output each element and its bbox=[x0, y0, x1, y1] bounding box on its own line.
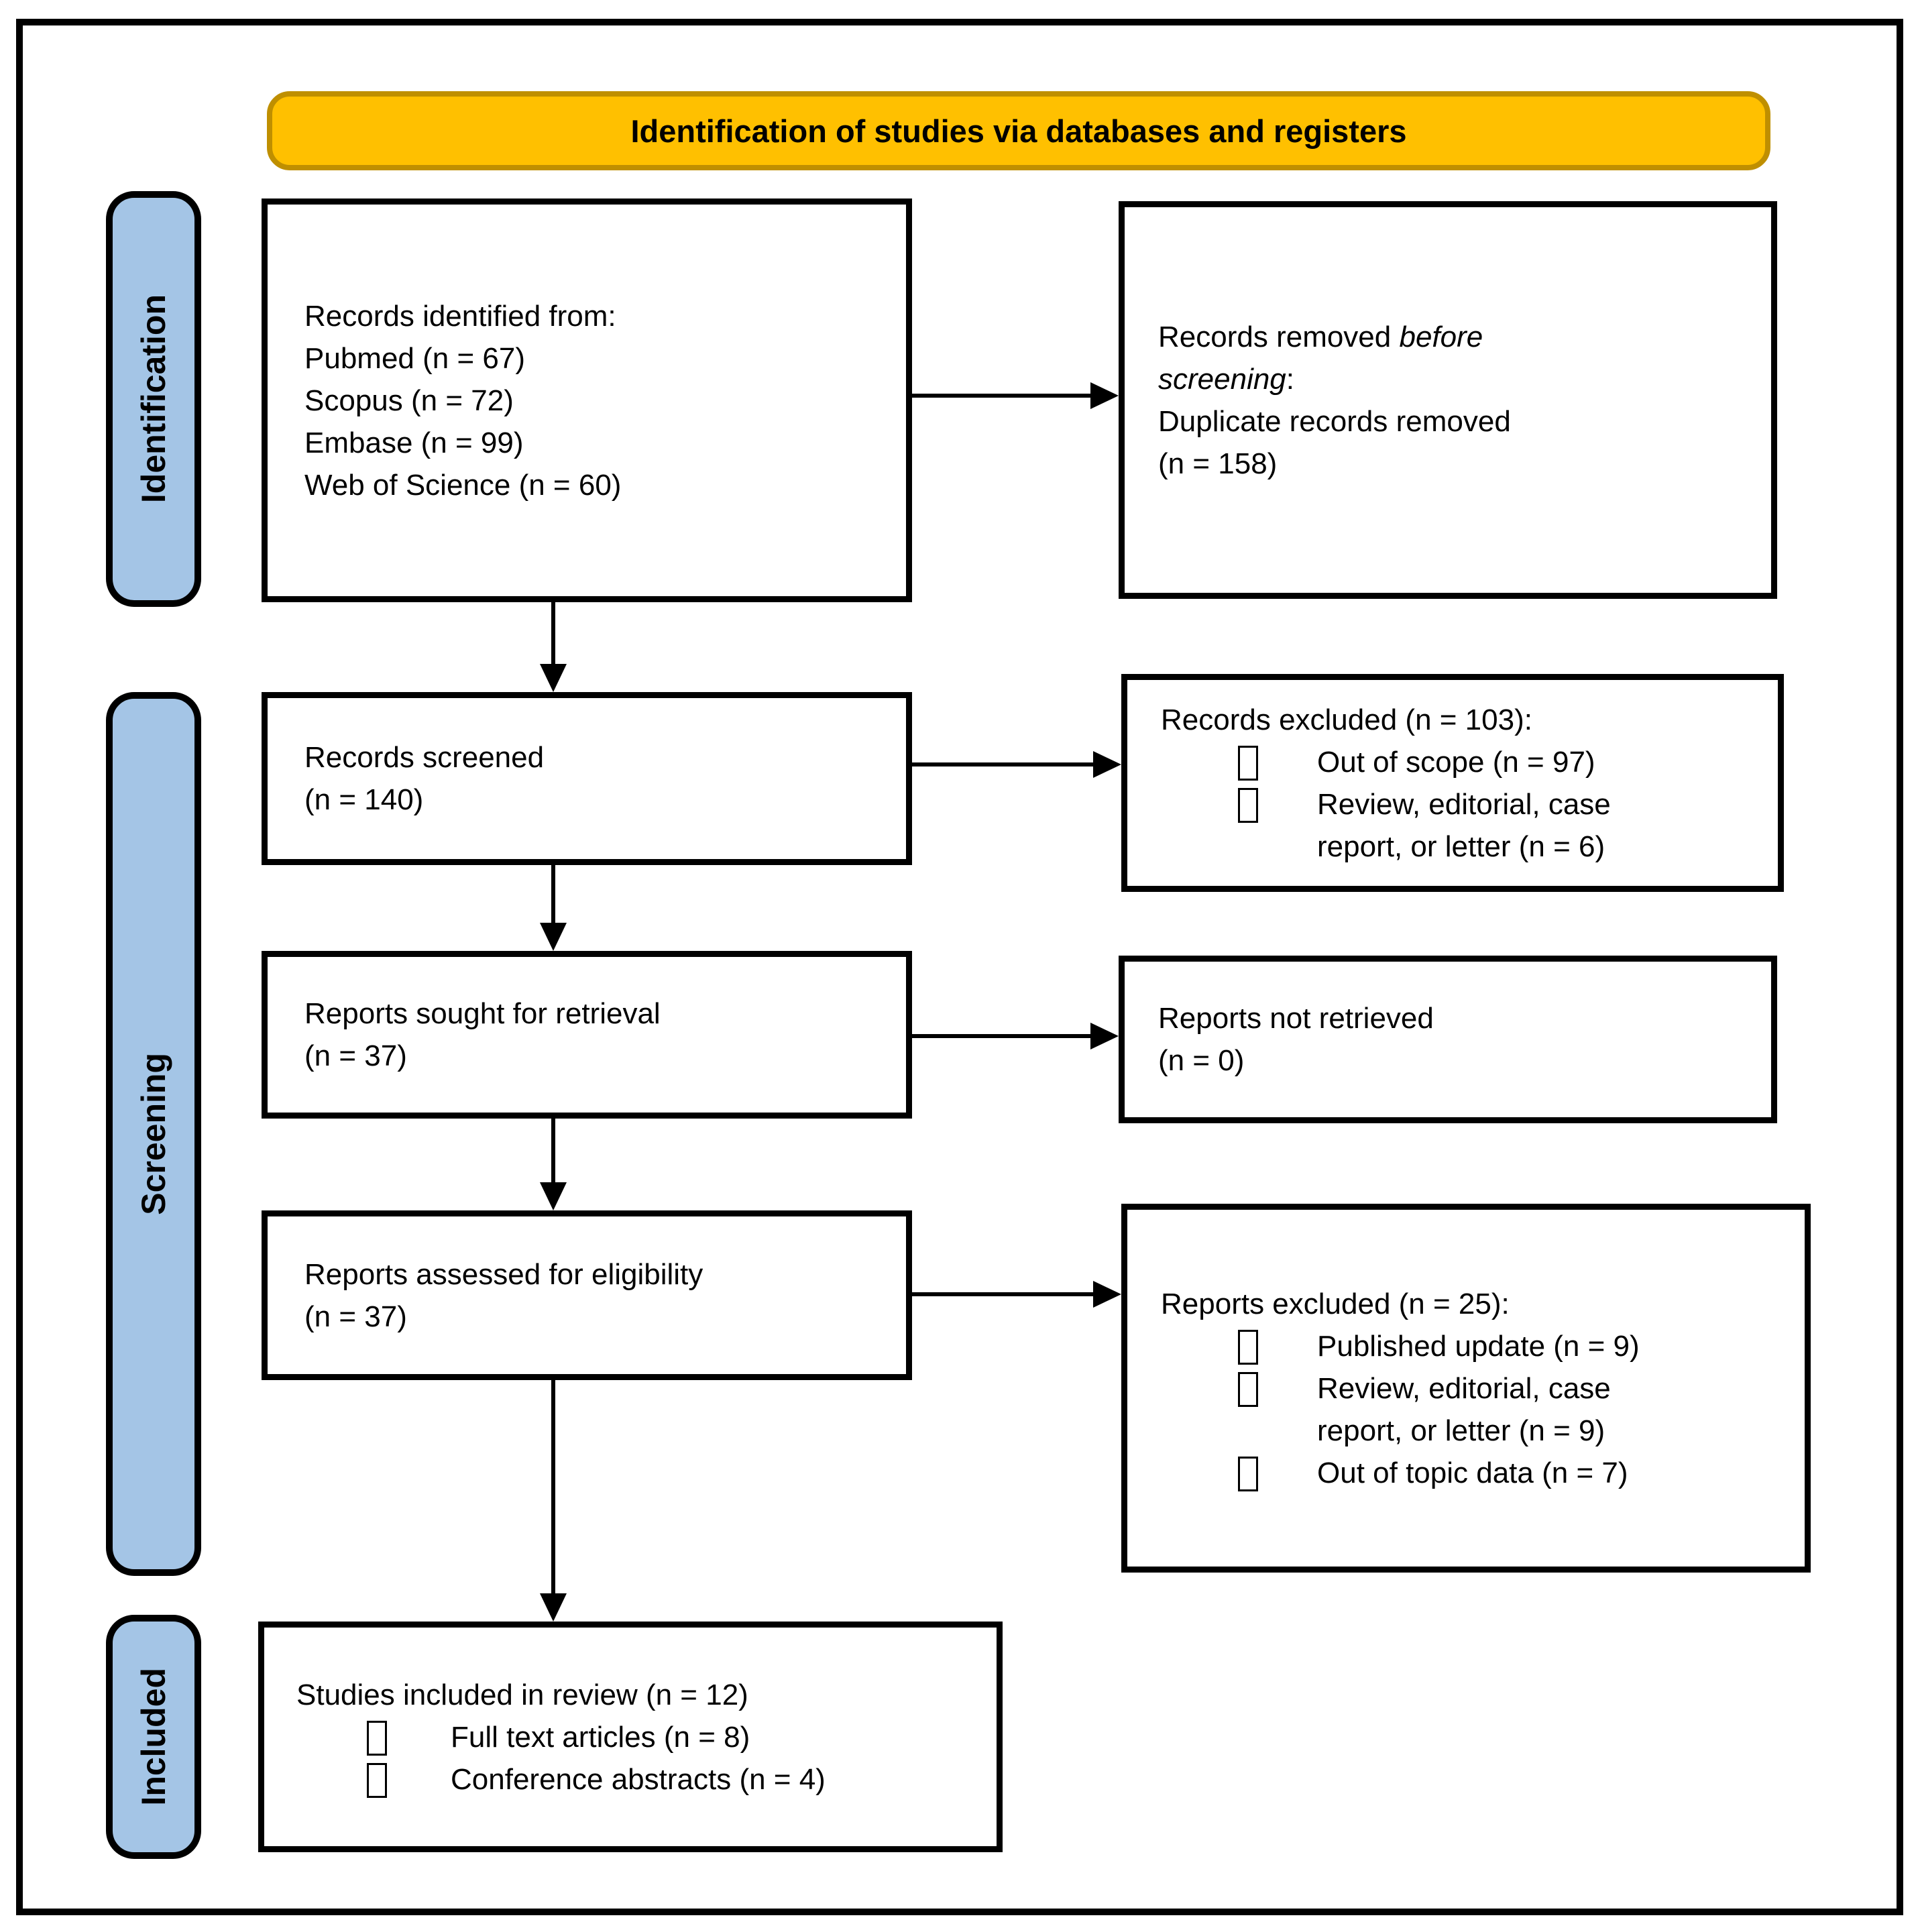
arrow-identified-to-screened bbox=[540, 602, 567, 692]
banner-title: Identification of studies via databases … bbox=[630, 113, 1407, 149]
box-records-removed: Records removed before screening: Duplic… bbox=[1119, 201, 1777, 599]
records-screened-text: Records screened (n = 140) bbox=[304, 741, 545, 816]
arrow-assessed-to-included bbox=[540, 1380, 567, 1622]
box-reports-excluded: Reports excluded (n = 25): Published upd… bbox=[1121, 1204, 1811, 1573]
reports-sought-text: Reports sought for retrieval (n = 37) bbox=[304, 997, 661, 1072]
missing-glyph-bullet-icon bbox=[367, 1720, 387, 1756]
arrow-screened-to-excluded bbox=[912, 751, 1121, 778]
banner: Identification of studies via databases … bbox=[267, 91, 1770, 170]
stage-screening: Screening bbox=[106, 692, 201, 1576]
records-excluded-title: Records excluded (n = 103): bbox=[1161, 703, 1532, 736]
box-records-excluded: Records excluded (n = 103): Out of scope… bbox=[1121, 674, 1784, 892]
arrow-assessed-to-excluded bbox=[912, 1281, 1121, 1308]
box-records-screened: Records screened (n = 140) bbox=[262, 692, 912, 865]
arrow-sought-to-not-retrieved bbox=[912, 1023, 1119, 1049]
reports-assessed-text: Reports assessed for eligibility (n = 37… bbox=[304, 1257, 703, 1333]
missing-glyph-bullet-icon bbox=[1238, 1371, 1258, 1407]
box-reports-not-retrieved: Reports not retrieved (n = 0) bbox=[1119, 956, 1777, 1123]
bullet-item: Conference abstracts (n = 4) bbox=[367, 1758, 976, 1801]
bullet-text: Published update (n = 9) bbox=[1317, 1329, 1640, 1363]
arrow-identified-to-removed bbox=[912, 382, 1119, 409]
records-removed-items: Duplicate records removed (n = 158) bbox=[1158, 404, 1511, 480]
missing-glyph-bullet-icon bbox=[1238, 787, 1258, 823]
stage-identification: Identification bbox=[106, 191, 201, 607]
box-reports-sought: Reports sought for retrieval (n = 37) bbox=[262, 951, 912, 1119]
studies-included-title: Studies included in review (n = 12) bbox=[296, 1678, 748, 1711]
bullet-text: Conference abstracts (n = 4) bbox=[451, 1762, 826, 1796]
stage-screening-label: Screening bbox=[135, 1053, 172, 1215]
records-removed-title: Records removed before screening: bbox=[1158, 316, 1751, 400]
bullet-item: Out of topic data (n = 7) bbox=[1238, 1452, 1785, 1494]
records-identified-title: Records identified from: bbox=[304, 299, 616, 333]
stage-included: Included bbox=[106, 1615, 201, 1859]
bullet-item: Out of scope (n = 97) bbox=[1238, 741, 1758, 783]
missing-glyph-bullet-icon bbox=[1238, 1329, 1258, 1365]
bullet-text: Out of scope (n = 97) bbox=[1317, 745, 1595, 779]
records-removed-title-italic: before screening bbox=[1158, 320, 1483, 396]
reports-excluded-title: Reports excluded (n = 25): bbox=[1161, 1287, 1510, 1320]
bullet-text: Out of topic data (n = 7) bbox=[1317, 1456, 1628, 1489]
missing-glyph-bullet-icon bbox=[367, 1762, 387, 1798]
bullet-item: Review, editorial, case report, or lette… bbox=[1238, 1367, 1785, 1452]
arrow-screened-to-sought bbox=[540, 865, 567, 951]
arrow-sought-to-assessed bbox=[540, 1119, 567, 1210]
stage-identification-label: Identification bbox=[135, 294, 172, 504]
missing-glyph-bullet-icon bbox=[1238, 745, 1258, 781]
reports-not-retrieved-text: Reports not retrieved (n = 0) bbox=[1158, 1002, 1434, 1077]
bullet-item: Full text articles (n = 8) bbox=[367, 1716, 976, 1758]
records-removed-title-prefix: Records removed bbox=[1158, 320, 1400, 353]
box-reports-assessed: Reports assessed for eligibility (n = 37… bbox=[262, 1210, 912, 1380]
box-studies-included: Studies included in review (n = 12) Full… bbox=[258, 1622, 1003, 1852]
missing-glyph-bullet-icon bbox=[1238, 1456, 1258, 1491]
bullet-text: Full text articles (n = 8) bbox=[451, 1720, 750, 1754]
bullet-item: Published update (n = 9) bbox=[1238, 1325, 1785, 1367]
bullet-item: Review, editorial, case report, or lette… bbox=[1238, 783, 1758, 868]
stage-included-label: Included bbox=[135, 1668, 172, 1806]
records-identified-items: Pubmed (n = 67) Scopus (n = 72) Embase (… bbox=[304, 341, 622, 502]
bullet-text: Review, editorial, case report, or lette… bbox=[1317, 1371, 1611, 1447]
records-removed-title-suffix: : bbox=[1286, 362, 1295, 396]
box-records-identified: Records identified from: Pubmed (n = 67)… bbox=[262, 198, 912, 602]
bullet-text: Review, editorial, case report, or lette… bbox=[1317, 787, 1611, 863]
